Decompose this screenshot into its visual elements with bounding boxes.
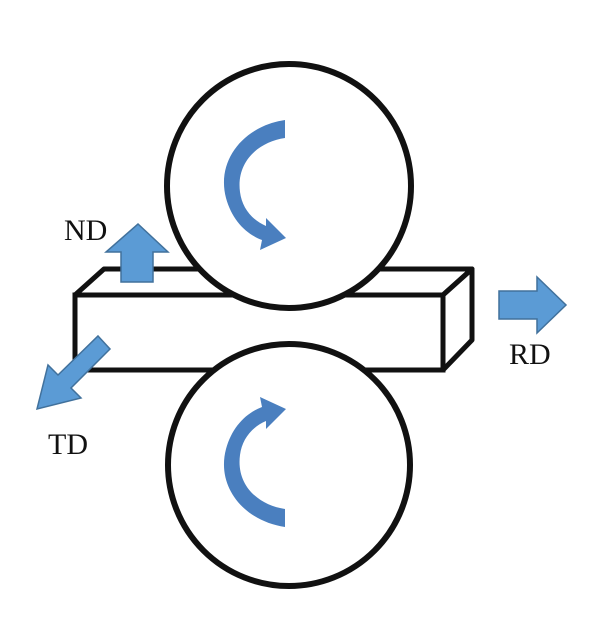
sheet-side-face (440, 266, 475, 373)
upper-roll-rotation-icon (223, 120, 286, 250)
lower-roll-rotation-icon (223, 397, 286, 527)
nd-label: ND (64, 214, 107, 247)
nd-arrow-icon (104, 222, 170, 283)
upper-roll (164, 61, 414, 311)
td-arrow-icon (35, 334, 112, 411)
rd-label: RD (509, 338, 551, 371)
lower-roll (165, 341, 413, 589)
td-label: TD (48, 428, 88, 461)
rd-arrow-icon (498, 275, 568, 335)
